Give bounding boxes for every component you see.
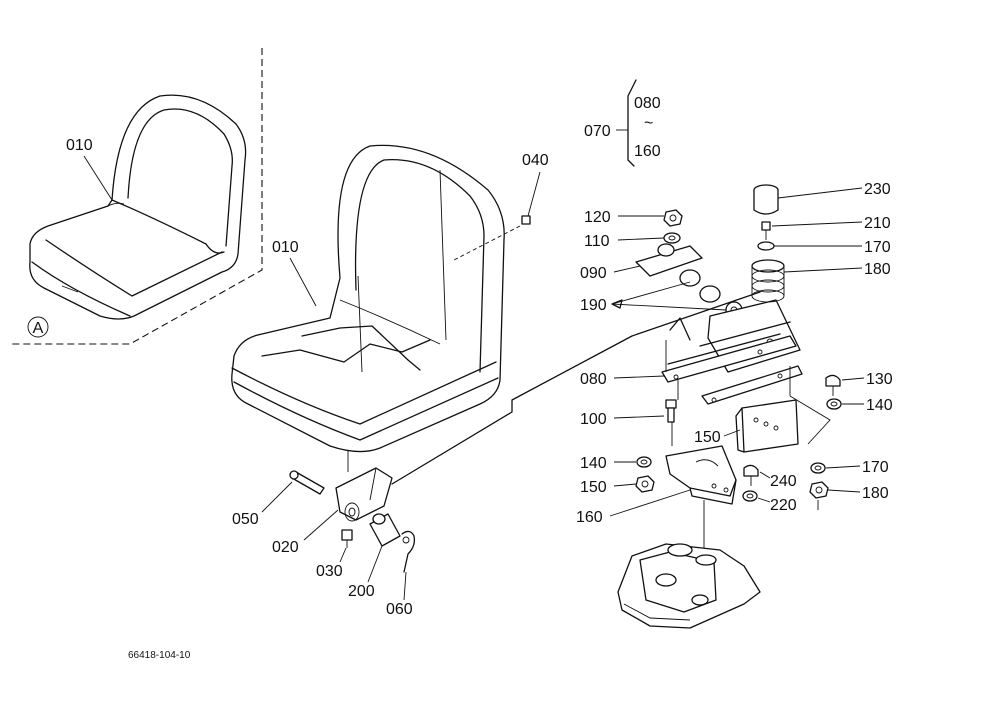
leader-170-left bbox=[759, 471, 771, 479]
leader-010-main bbox=[289, 257, 317, 307]
leader-240 bbox=[777, 187, 863, 199]
callout-200: 200 bbox=[348, 583, 375, 600]
rail-080 bbox=[661, 335, 797, 383]
callout-140-right: 170 bbox=[862, 459, 889, 476]
hinge-bracket-020 bbox=[335, 467, 393, 522]
leader-060 bbox=[403, 571, 407, 601]
nut-120 bbox=[663, 209, 683, 227]
leader-110 bbox=[617, 237, 665, 241]
callout-100: 100 bbox=[580, 411, 607, 428]
inset-view-a: A 010 bbox=[12, 48, 263, 345]
callout-110: 110 bbox=[584, 233, 610, 250]
clip-060 bbox=[401, 530, 416, 573]
callout-150-right: 180 bbox=[862, 485, 889, 502]
leader-080 bbox=[613, 375, 665, 379]
kit-range-tilde: ~ bbox=[644, 115, 653, 132]
leader-160 bbox=[609, 489, 691, 517]
leader-190-arrow bbox=[611, 299, 623, 309]
main-seat bbox=[231, 144, 505, 453]
callout-130: 150 bbox=[694, 429, 721, 446]
view-a-label: A bbox=[33, 320, 44, 337]
callout-210: 180 bbox=[864, 261, 891, 278]
drawing-number: 66418-104-10 bbox=[128, 650, 191, 661]
bolt-040 bbox=[521, 215, 531, 225]
bolt-170-right bbox=[825, 374, 841, 396]
pin-200 bbox=[369, 513, 401, 547]
callout-010-main: 010 bbox=[272, 239, 299, 256]
bolt-040-axis bbox=[453, 225, 521, 261]
bolt-220 bbox=[761, 221, 771, 240]
plate-160 bbox=[665, 445, 737, 505]
bracket-090 bbox=[635, 243, 721, 303]
bolt-030 bbox=[341, 529, 353, 548]
callout-080-kit-start: 080 bbox=[634, 95, 661, 112]
callout-030: 030 bbox=[316, 563, 343, 580]
bolt-100 bbox=[665, 399, 677, 423]
leader-140-right bbox=[825, 465, 861, 469]
nut-150-right bbox=[809, 481, 829, 499]
callout-040: 040 bbox=[522, 152, 549, 169]
leader-210 bbox=[783, 267, 863, 273]
washer-180-right bbox=[826, 398, 842, 410]
leader-150-right bbox=[827, 489, 861, 493]
leader-200 bbox=[367, 545, 383, 583]
callout-190: 190 bbox=[580, 297, 607, 314]
callout-220: 210 bbox=[864, 215, 891, 232]
washer-110 bbox=[663, 232, 681, 244]
washer-230 bbox=[757, 241, 775, 251]
callout-180-left: 220 bbox=[770, 497, 797, 514]
leader-190 bbox=[611, 281, 727, 311]
mount-bracket-line bbox=[789, 395, 831, 445]
callout-090: 090 bbox=[580, 265, 607, 282]
bolt-170-left bbox=[743, 464, 759, 486]
callout-060: 060 bbox=[386, 601, 413, 618]
callout-080: 080 bbox=[580, 371, 607, 388]
washer-140-right bbox=[810, 462, 826, 474]
callout-010-inset: 010 bbox=[66, 137, 93, 154]
leader-220 bbox=[771, 221, 863, 227]
cap-240 bbox=[753, 184, 779, 215]
callout-170-left: 240 bbox=[770, 473, 797, 490]
callout-180-right: 140 bbox=[866, 397, 893, 414]
callout-020: 020 bbox=[272, 539, 299, 556]
mounting-base bbox=[617, 543, 761, 629]
washer-140-left bbox=[636, 456, 652, 468]
leader-150-left bbox=[613, 483, 637, 487]
spring-210 bbox=[751, 259, 785, 303]
washer-180-left bbox=[742, 490, 758, 502]
kit-070-bracket: 070 080 ~ 160 bbox=[584, 79, 661, 167]
callout-140-left: 140 bbox=[580, 455, 607, 472]
leader-010-inset bbox=[83, 155, 113, 201]
callout-230: 170 bbox=[864, 239, 891, 256]
callout-120: 120 bbox=[584, 209, 611, 226]
rail-lower bbox=[701, 365, 803, 405]
view-a-marker bbox=[27, 316, 49, 338]
leader-130 bbox=[723, 429, 741, 437]
seat-frame-link-line bbox=[391, 291, 761, 485]
callout-160-kit-end: 160 bbox=[634, 143, 661, 160]
leader-100 bbox=[613, 415, 665, 419]
callout-170-right: 130 bbox=[866, 371, 893, 388]
leader-050 bbox=[261, 481, 293, 513]
leader-020 bbox=[303, 509, 339, 541]
leader-180-left bbox=[757, 497, 771, 503]
small-seat bbox=[29, 94, 247, 320]
leader-030 bbox=[339, 547, 347, 563]
leader-090 bbox=[613, 265, 641, 273]
leader-040 bbox=[527, 171, 541, 217]
callout-070: 070 bbox=[584, 123, 611, 140]
callout-160: 160 bbox=[576, 509, 603, 526]
pin-050 bbox=[289, 470, 325, 495]
callout-150-left: 150 bbox=[580, 479, 607, 496]
callout-240: 230 bbox=[864, 181, 891, 198]
leader-170-right bbox=[841, 377, 865, 381]
callout-050: 050 bbox=[232, 511, 259, 528]
mount-130 bbox=[735, 399, 799, 453]
nut-150-left bbox=[635, 475, 655, 493]
